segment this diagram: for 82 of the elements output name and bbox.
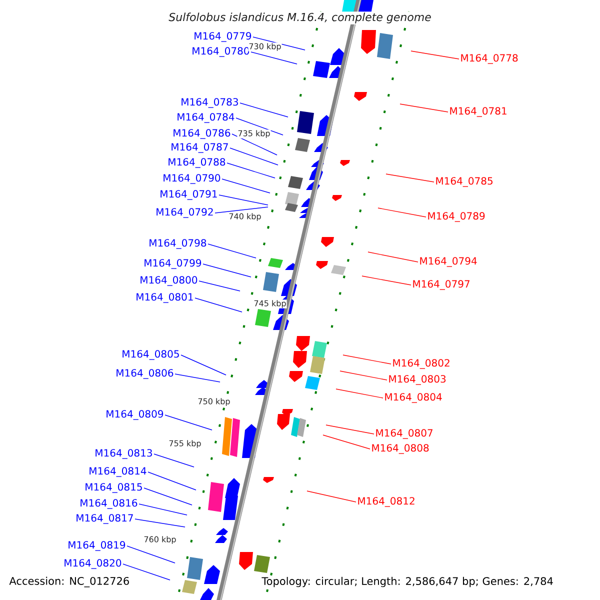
leader-line [208, 244, 256, 258]
gene-label: M164_0780 [192, 47, 250, 57]
gene-label: M164_0791 [160, 190, 217, 200]
leader-line [218, 194, 268, 206]
scale-label: 745 kbp [253, 300, 287, 308]
gene-label: M164_0785 [436, 177, 492, 187]
gene-label: M164_0808 [372, 444, 429, 454]
gene-label: M164_0786 [174, 129, 230, 139]
gene-label: M164_0812 [358, 497, 414, 507]
gene-label: M164_0787 [172, 143, 228, 153]
leader-line [236, 118, 284, 136]
leader-line [230, 148, 278, 166]
gene-label: M164_0797 [413, 280, 470, 290]
gene-label: M164_0800 [140, 276, 198, 286]
gene-label: M164_0804 [385, 393, 442, 403]
leader-line [134, 518, 186, 528]
leader-line [222, 178, 270, 194]
gene-label: M164_0814 [90, 467, 146, 477]
leader-line [174, 374, 220, 382]
leader-line [342, 354, 392, 364]
gene-label: M164_0794 [420, 257, 477, 267]
gene-label: M164_0809 [106, 410, 164, 420]
gene-label: M164_0798 [150, 239, 206, 249]
leader-line [306, 490, 356, 502]
leader-line [378, 208, 426, 218]
leader-line [386, 174, 434, 182]
leader-line [198, 280, 240, 292]
leader-line [164, 414, 212, 430]
scale-label: 735 kbp [237, 130, 271, 138]
scale-label: 730 kbp [248, 42, 282, 52]
leader-line [410, 50, 460, 60]
leader-line [194, 298, 242, 312]
gene-label: M164_0817 [76, 514, 133, 524]
gene-label: M164_0783 [182, 98, 238, 108]
leader-line [122, 564, 170, 580]
scale-label: 760 kbp [143, 536, 177, 544]
gene-label: M164_0806 [116, 369, 174, 379]
gene-label: M164_0799 [144, 259, 202, 269]
gene-label: M164_0815 [86, 483, 142, 493]
gene-label: M164_0807 [376, 429, 432, 439]
leader-line [126, 546, 176, 564]
scale-label: 750 kbp [197, 398, 231, 406]
leader-line [214, 206, 268, 214]
leader-line [240, 102, 288, 118]
gene-label: M164_0813 [96, 449, 152, 459]
gene-label: M164_0819 [68, 541, 126, 551]
gene-label: M164_0801 [136, 293, 193, 303]
scale-label: 755 kbp [168, 440, 202, 448]
leader-line [368, 252, 418, 262]
leader-line [138, 504, 188, 516]
gene-label: M164_0803 [389, 375, 446, 385]
gene-label: M164_0784 [178, 113, 234, 123]
leader-line [154, 454, 194, 468]
leader-line [400, 104, 448, 112]
leader-line [226, 162, 276, 178]
gene-label: M164_0778 [461, 54, 518, 64]
leader-line [148, 472, 196, 490]
leader-line [202, 264, 252, 278]
scale-label: 740 kbp [228, 212, 262, 222]
leader-line [180, 354, 226, 376]
leader-line [250, 52, 298, 64]
gene-label: M164_0790 [164, 174, 220, 184]
gene-label: M164_0788 [168, 158, 226, 168]
gene-label: M164_0789 [428, 212, 485, 222]
leader-line [144, 488, 192, 506]
gene-label: M164_0802 [393, 359, 450, 369]
genome-info-text: Topology: circular; Length: 2,586,647 bp; Genes: 2,784 [261, 576, 554, 588]
gene-label: M164_0820 [64, 559, 122, 569]
leader-line [340, 370, 388, 380]
gene-label: M164_0779 [194, 32, 252, 42]
title: Sulfolobus islandicus M.16.4, complete genome [168, 12, 432, 24]
gene-label: M164_0816 [80, 499, 138, 509]
leader-line [232, 134, 278, 156]
leader-line [362, 276, 412, 286]
gene-label: M164_0792 [156, 208, 213, 218]
leader-line [336, 388, 384, 398]
gene-label: M164_0781 [450, 107, 506, 117]
gene-label: M164_0805 [122, 350, 179, 360]
leader-line [326, 424, 374, 434]
leader-line [252, 36, 306, 50]
accession-text: Accession: NC_012726 [9, 576, 129, 588]
leader-line [322, 434, 370, 450]
